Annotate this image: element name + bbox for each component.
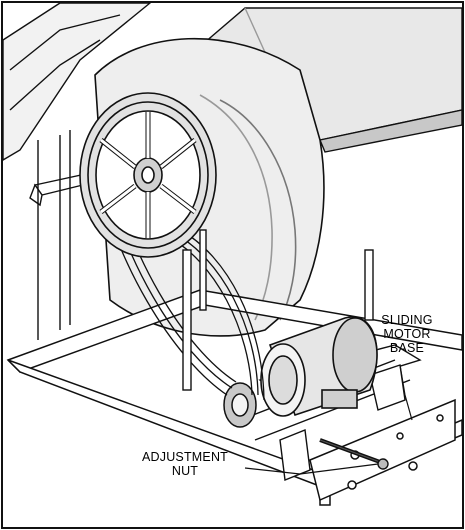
top-panel: [188, 7, 463, 153]
motor-pulley: [223, 382, 257, 428]
callout-adjust-line2: NUT: [171, 464, 199, 478]
callout-sliding-line1: SLIDING: [381, 313, 433, 327]
callout-leaders: [244, 364, 413, 475]
support-posts: [182, 229, 374, 391]
motor: [260, 316, 378, 417]
blower-pulley: [79, 92, 217, 258]
upper-left-housing: [2, 2, 152, 162]
adjustment-bolt: [319, 438, 389, 470]
callout-sliding-line3: BASE: [389, 341, 425, 355]
callout-adjustment-nut: ADJUSTMENT NUT: [120, 450, 250, 478]
adjustment-nut-mark: [377, 458, 389, 470]
callout-sliding-line2: MOTOR: [383, 327, 431, 341]
callout-sliding-motor-base: SLIDING MOTOR BASE: [365, 313, 449, 355]
callout-adjust-line1: ADJUSTMENT: [141, 450, 229, 464]
